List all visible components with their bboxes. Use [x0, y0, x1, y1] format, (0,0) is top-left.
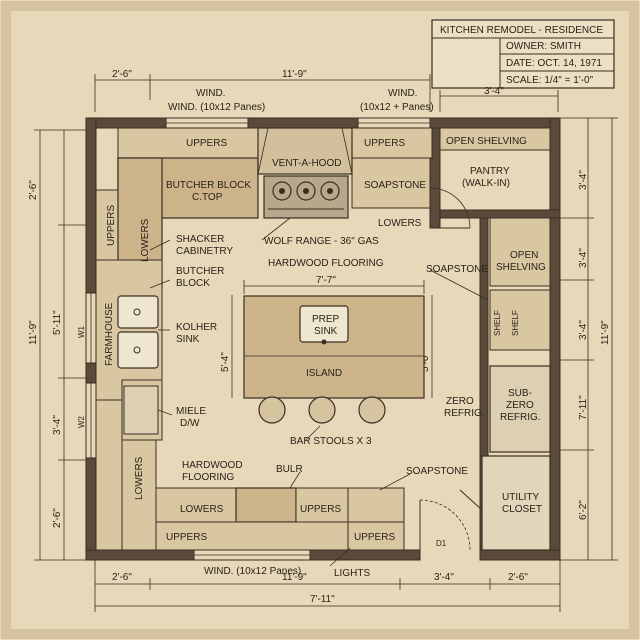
bar-stool-2: [308, 396, 336, 424]
label-miele-1: MIELE: [176, 406, 206, 417]
label-butcher-block-1: BUTCHER: [176, 266, 224, 277]
label-vent-hood: VENT-A-HOOD: [272, 158, 341, 169]
label-hardwood-bottom-2: FLOORING: [182, 472, 234, 483]
label-shacker-1: SHACKER: [176, 234, 224, 245]
label-miele-2: D/W: [180, 418, 200, 429]
window-w1: W1: [77, 325, 86, 338]
dim-right-total: 11'-9": [600, 320, 611, 345]
label-lights: LIGHTS: [334, 568, 370, 579]
bar-stools: [258, 396, 386, 424]
window-bottom: WIND. (10x12 Panes): [204, 566, 301, 577]
window-w2: W2: [77, 415, 86, 428]
label-open-shelving-right-1: OPEN: [510, 250, 538, 261]
label-wolf-range: WOLF RANGE - 36" GAS: [264, 236, 379, 247]
label-butcher-block-ctop-1: BUTCHER BLOCK: [166, 180, 251, 191]
dim-left-2: 5'-11": [52, 310, 63, 335]
dim-left-4: 2'-6": [52, 508, 63, 528]
label-shelf-a: SHELF: [493, 310, 502, 336]
label-uppers-top-right: UPPERS: [364, 138, 405, 149]
title-block: KITCHEN REMODEL - RESIDENCE OWNER: SMITH…: [431, 19, 615, 89]
left-counter-run: [95, 157, 163, 551]
bottom-counter-run: [155, 487, 405, 551]
label-bar-stools: BAR STOOLS X 3: [290, 436, 372, 447]
label-uppers-left: UPPERS: [106, 205, 117, 246]
label-kolher-1: KOLHER: [176, 322, 217, 333]
dim-island-width: 7'-7": [316, 275, 336, 286]
room-labels: WIND. WIND. (10x12 Panes) WIND. (10x12 +…: [77, 88, 546, 579]
window-top-left-a: WIND.: [196, 88, 225, 99]
label-lowers-bottom: LOWERS: [180, 504, 224, 515]
label-soapstone-right: SOAPSTONE: [426, 264, 488, 275]
dim-right-2: 3'-4": [578, 248, 589, 268]
dim-top-right: 3'-4": [484, 86, 504, 97]
label-uppers-top-left: UPPERS: [186, 138, 227, 149]
dimension-lines: [34, 74, 618, 612]
label-pantry-1: PANTRY: [470, 166, 510, 177]
label-island: ISLAND: [306, 368, 342, 379]
title-block-title: KITCHEN REMODEL - RESIDENCE: [440, 25, 603, 36]
label-prep-1: PREP: [312, 314, 340, 325]
label-open-shelving-right-2: SHELVING: [496, 262, 546, 273]
label-open-shelving-top: OPEN SHELVING: [446, 136, 527, 147]
dim-bottom-r2: 2'-6": [508, 572, 528, 583]
dim-island-right: 5'-6": [420, 352, 431, 372]
label-lowers-top: LOWERS: [378, 218, 422, 229]
title-block-owner: OWNER: SMITH: [506, 41, 581, 52]
dim-top-left: 2'-6": [112, 69, 132, 80]
dim-island-left: 5'-4": [220, 352, 231, 372]
dim-left-total: 11'-9": [28, 320, 39, 345]
title-block-scale: SCALE: 1/4" = 1'-0": [506, 75, 594, 86]
range-burners: [268, 181, 344, 210]
island-group: [243, 295, 425, 399]
label-soapstone-top: SOAPSTONE: [364, 180, 426, 191]
dim-left-3: 3'-4": [52, 415, 63, 435]
window-top-right-a: WIND.: [388, 88, 417, 99]
window-top-left-b: WIND. (10x12 Panes): [168, 102, 265, 113]
label-zero-2: REFRIG.: [444, 408, 485, 419]
dim-right-1: 3'-4": [578, 170, 589, 190]
dimension-labels: 2'-6" 11'-9" 3'-4" 2'-6" 11'-9" 5'-11" 3…: [28, 69, 611, 605]
label-butcher-block-ctop-2: C.TOP: [192, 192, 223, 203]
label-uppers-bottom-mid: UPPERS: [300, 504, 341, 515]
label-subzero-2: ZERO: [506, 400, 534, 411]
dim-left-1: 2'-6": [28, 180, 39, 200]
dim-bottom-total: 7'-11": [310, 594, 335, 605]
dim-right-3: 3'-4": [578, 320, 589, 340]
bar-stool-3: [358, 396, 386, 424]
label-butcher-block-2: BLOCK: [176, 278, 210, 289]
label-utility-2: CLOSET: [502, 504, 542, 515]
label-subzero-3: REFRIG.: [500, 412, 541, 423]
label-lowers-left-bottom: LOWERS: [134, 456, 145, 500]
label-hardwood-bottom-1: HARDWOOD: [182, 460, 243, 471]
label-shacker-2: CABINETRY: [176, 246, 233, 257]
label-hardwood-flooring: HARDWOOD FLOORING: [268, 258, 384, 269]
dim-bottom-mid: 11'-9": [282, 572, 307, 583]
label-lowers-left: LOWERS: [140, 218, 151, 262]
dim-right-5: 6'-2": [578, 500, 589, 520]
window-top-right-b: (10x12 + Panes): [360, 102, 434, 113]
right-side-fixtures: [419, 127, 551, 551]
label-farmhouse: FARMHOUSE: [104, 302, 115, 366]
label-kolher-2: SINK: [176, 334, 200, 345]
label-bulr: BULR: [276, 464, 303, 475]
label-utility-1: UTILITY: [502, 492, 540, 503]
label-shelf-b: SHELF: [511, 310, 520, 336]
dim-bottom-left: 2'-6": [112, 572, 132, 583]
dim-bottom-r1: 3'-4": [434, 572, 454, 583]
dim-top-mid: 11'-9": [282, 69, 307, 80]
label-uppers-bottom-right: UPPERS: [354, 532, 395, 543]
label-pantry-2: (WALK-IN): [462, 178, 510, 189]
label-zero-1: ZERO: [446, 396, 474, 407]
title-block-date: DATE: OCT. 14, 1971: [506, 58, 602, 69]
label-prep-2: SINK: [314, 326, 338, 337]
dim-right-4: 7'-11": [578, 395, 589, 420]
label-soapstone-bottom: SOAPSTONE: [406, 466, 468, 477]
label-uppers-bottom-left: UPPERS: [166, 532, 207, 543]
label-subzero-1: SUB-: [508, 388, 532, 399]
bar-stool-1: [258, 396, 286, 424]
door-d1: D1: [436, 539, 447, 548]
leader-lines: [149, 217, 489, 567]
